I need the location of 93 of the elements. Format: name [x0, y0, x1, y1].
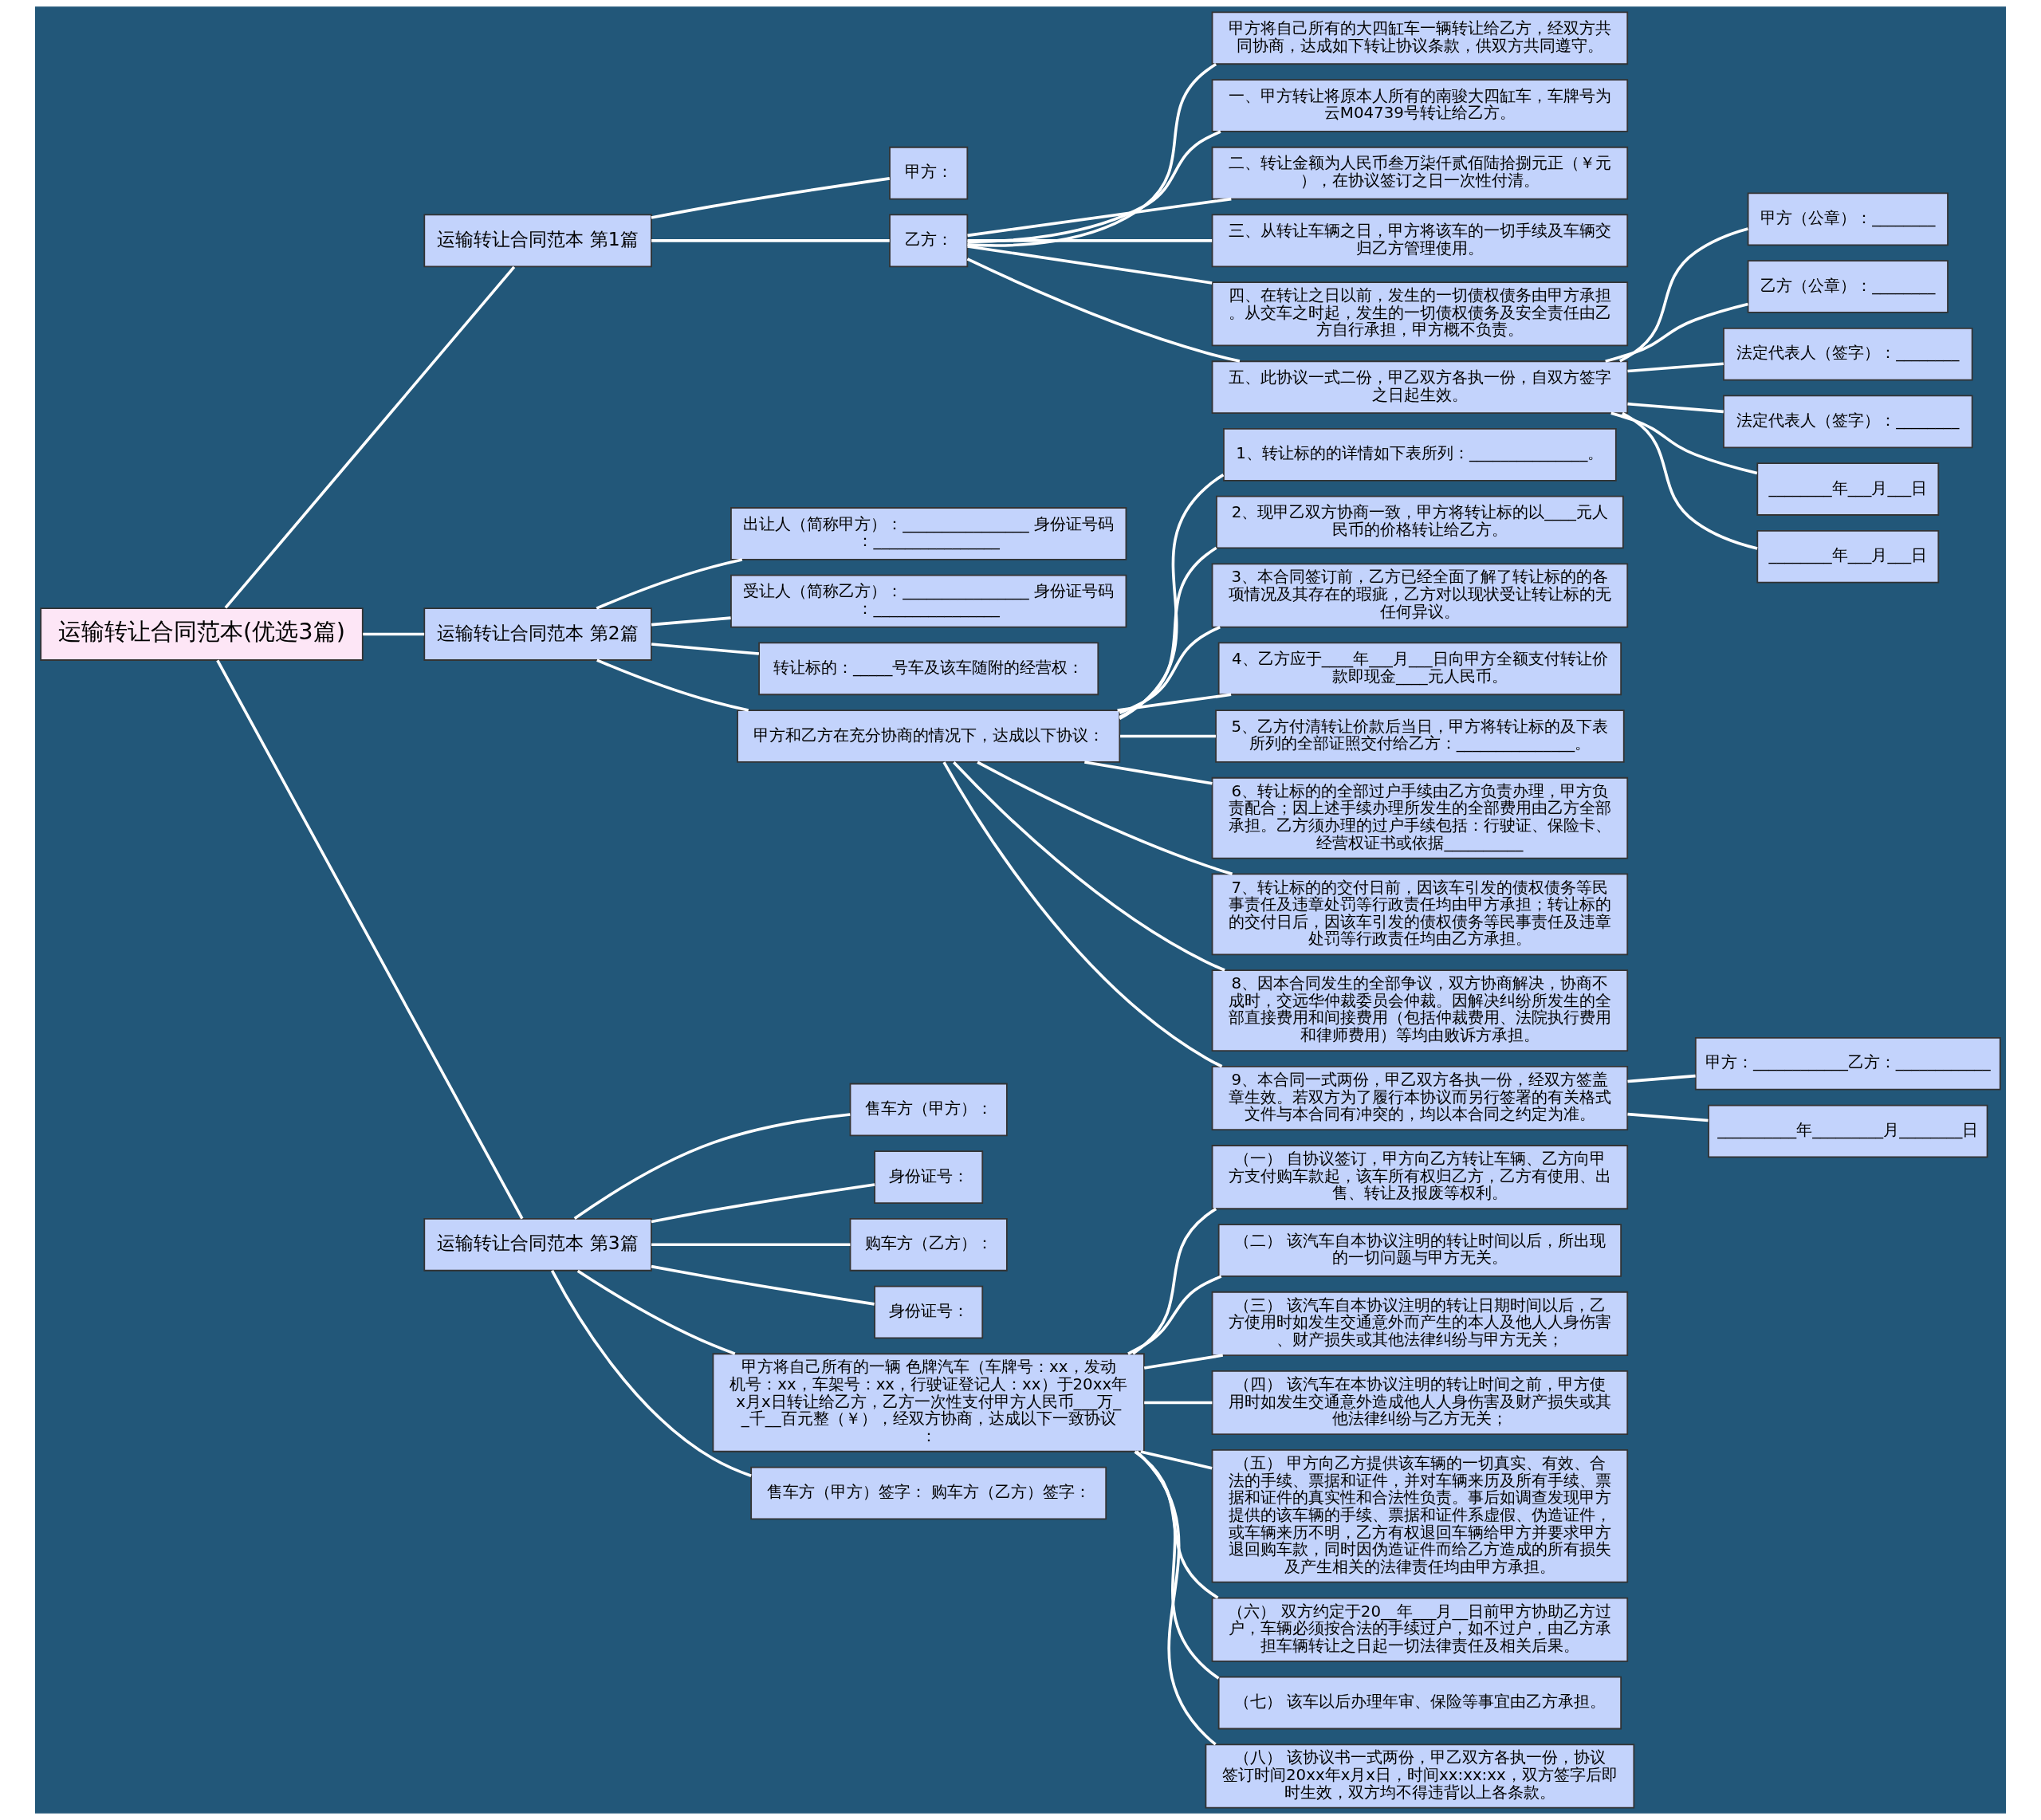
node-box: （四） 该汽车在本协议注明的转让时间之前，甲方使用时如发生交通意外造成他人人身伤害及财产损失或其他法律纠纷与乙方无关；: [1211, 1370, 1629, 1436]
node-box: 8、因本合同发生的全部争议，双方协商解决，协商不成时，交远华仲裁委员会仲裁。因解决纠纷所发生的全部直接费用和间接费用（包括仲裁费用、法院执行费用和律师费用）等均由败诉方承担。: [1211, 969, 1629, 1052]
node-box: （五） 甲方向乙方提供该车辆的一切真实、有效、合法的手续、票据和证件，并对车辆来历及所有手续、票据和证件的真实性和合法性负责。事后如调查发现甲方提供的该车辆的手续、票据和证件系虚假、伪造证件，或车辆来历不明，乙方有权退回车辆给甲方并要求甲方退回购车款，同时因伪造证件而给乙方造成的所有损失及产生相关的法律责任均由甲方承担。: [1211, 1449, 1629, 1583]
node-box: 1、转让标的的详情如下表所列：_______________。: [1223, 428, 1617, 482]
connector: [1143, 1354, 1224, 1370]
connector: [1119, 625, 1221, 714]
node-box: （二） 该汽车自本协议注明的转让时间以后，所出现的一切问题与甲方无关。: [1217, 1224, 1622, 1277]
node-box: 甲方：____________乙方：____________: [1694, 1036, 2001, 1091]
node-box: 7、转让标的的交付日前，因该车引发的债权债务等民事责任及违章处罚等行政责任均由甲方承担；转让标的的交付日后，因该车引发的债权债务等民事责任及违章处罚等行政责任均由乙方承担。: [1211, 873, 1629, 956]
node-box: （一） 自协议签订，甲方向乙方转让车辆、乙方向甲方支付购车款起，该车所有权归乙方，乙方有使用、出售、转让及报废等权利。: [1211, 1145, 1629, 1210]
connector: [1140, 1450, 1213, 1470]
connector: [1627, 402, 1724, 414]
connector: [967, 130, 1221, 244]
node-box: （八） 该协议书一式两份，甲乙双方各执一份，协议签订时间20xx年x月x日，时间xx:xx:xx，双方签字后即时生效，双方均不得违背以上各条款。: [1205, 1743, 1635, 1809]
connector: [967, 245, 1213, 285]
connector: [1627, 1074, 1696, 1083]
node-box: 身份证号：: [874, 1285, 984, 1339]
connector: [1605, 302, 1748, 363]
connector: [967, 63, 1217, 247]
connector: [651, 1264, 875, 1306]
node-box: 5、乙方付清转让价款后当日，甲方将转让标的及下表所列的全部证照交付给乙方：_______________。: [1215, 710, 1625, 763]
connector: [596, 558, 743, 610]
node-box: （七） 该车以后办理年审、保险等事宜由乙方承担。: [1217, 1676, 1622, 1730]
node-box: 9、本合同一式两份，甲乙双方各执一份，经双方签盖章生效。若双方为了履行本协议而另行签署的有关格式文件与本合同有冲突的，均以本合同之约定为准。: [1211, 1066, 1629, 1131]
connector: [953, 761, 1225, 972]
node-box: 运输转让合同范本 第1篇: [423, 214, 652, 268]
connector: [1084, 761, 1213, 785]
connector: [651, 177, 890, 219]
connector: [596, 658, 749, 712]
node-box: 身份证号：: [874, 1150, 984, 1204]
node-box: 乙方（公章）：________: [1747, 260, 1949, 313]
connector: [1127, 1275, 1222, 1355]
node-box: 3、本合同签订前，乙方已经全面了解了转让标的的各项情况及其存在的瑕疵，乙方对以现状受让转让标的无任何异议。: [1211, 563, 1629, 628]
node-box: 出让人（简称甲方）：________________ 身份证号码：________________: [730, 507, 1127, 560]
node-box: 三、从转让车辆之日，甲方将该车的一切手续及车辆交归乙方管理使用。: [1211, 214, 1629, 268]
connector: [967, 197, 1232, 238]
node-box: 售车方（甲方）：: [849, 1083, 1008, 1137]
connector: [1117, 693, 1232, 712]
connector: [573, 1113, 851, 1220]
connector: [1134, 1450, 1219, 1599]
node-box: 四、在转让之日以前，发生的一切债权债务由甲方承担。从交车之时起，发生的一切债权债务及安全责任由乙方自行承担，甲方概不负责。: [1211, 281, 1629, 347]
node-box: 转让标的：_____号车及该车随附的经营权：: [758, 642, 1099, 696]
node-box: 法定代表人（签字）：________: [1723, 327, 1973, 381]
node-box: （三） 该汽车自本协议注明的转让日期时间以后，乙方使用时如发生交通意外而产生的本人及他人人身伤害、财产损失或其他法律纠纷与甲方无关；: [1211, 1291, 1629, 1356]
node-box: 甲方将自己所有的大四缸车一辆转让给乙方，经双方共同协商，达成如下转让协议条款，供双方共同遵守。: [1211, 11, 1629, 65]
node-box: 购车方（乙方）：: [849, 1218, 1008, 1272]
connector: [1119, 546, 1217, 719]
connector: [651, 643, 760, 655]
node-box: __________年_________月________日: [1708, 1104, 1988, 1158]
connector: [576, 1269, 736, 1355]
node-box: 2、现甲乙双方协商一致，甲方将转让标的以____元人民币的价格转让给乙方。: [1216, 495, 1624, 549]
connector: [1610, 411, 1758, 475]
node-box: （六） 双方约定于20__年___月__日前甲方协助乙方过户，车辆必须按合法的手续过户，如不过户，由乙方承担车辆转让之日起一切法律责任及相关后果。: [1211, 1597, 1629, 1662]
node-box: 4、乙方应于____年___月___日向甲方全额支付转让价款即现金____元人民币。: [1217, 642, 1622, 696]
node-box: 6、转让标的的全部过户手续由乙方负责办理，甲方负责配合；因上述手续办理所发生的全部费用由乙方全部承担。乙方须办理的过户手续包括：行驶证、保险卡、经营权证书或依据__________: [1211, 776, 1629, 859]
connector: [1120, 734, 1216, 738]
node-box: 一、甲方转让将原本人所有的南骏大四缸车，车牌号为云M04739号转让给乙方。: [1211, 79, 1629, 132]
node-box: 二、转让金额为人民币叁万柒仟贰佰陆拾捌元正（￥元），在协议签订之日一次性付清。: [1211, 146, 1629, 200]
connector: [1627, 1112, 1709, 1122]
node-box: 法定代表人（签字）：________: [1723, 395, 1973, 449]
connector: [966, 257, 1241, 363]
connector: [651, 616, 731, 627]
node-box: 运输转让合同范本 第2篇: [423, 607, 652, 661]
connector: [1144, 1401, 1213, 1405]
connector: [1135, 1450, 1220, 1680]
node-box: 运输转让合同范本 第3篇: [423, 1218, 652, 1272]
connector: [967, 239, 1213, 242]
node-box: 甲方将自己所有的一辆 色牌汽车（车牌号：xx，发动机号：xx，车架号：xx，行驶证登记人：xx）于20xx年x月x日转让给乙方，乙方一次性支付甲方人民币___万__千__百元整（￥），经双方协商，达成以下一致协议：: [712, 1353, 1145, 1452]
node-box: 甲方和乙方在充分协商的情况下，达成以下协议：: [737, 710, 1121, 763]
node-box: ________年___月___日: [1756, 529, 1940, 584]
node-box: 五、此协议一式二份，甲乙双方各执一份，自双方签字之日起生效。: [1211, 360, 1629, 414]
node-box: ________年___月___日: [1756, 462, 1940, 516]
connector: [942, 761, 1223, 1068]
connector: [216, 659, 524, 1220]
connector: [977, 761, 1233, 876]
connector: [1618, 227, 1748, 363]
node-box: 运输转让合同范本(优选3篇): [40, 607, 364, 661]
node-box: 甲方（公章）：________: [1747, 192, 1949, 246]
connector: [1622, 411, 1758, 550]
node-box: 甲方：: [889, 146, 969, 200]
connector: [363, 632, 425, 636]
connector: [651, 1243, 851, 1247]
connector: [550, 1269, 752, 1477]
node-box: 售车方（甲方）签字： 购车方（乙方）签字：: [750, 1466, 1107, 1520]
connector: [1627, 362, 1724, 373]
node-box: 乙方：: [889, 214, 969, 268]
connector: [651, 239, 890, 242]
connector: [1132, 1207, 1217, 1355]
connector: [1135, 1450, 1217, 1746]
node-box: 受让人（简称乙方）：________________ 身份证号码：________________: [730, 574, 1127, 628]
connector: [651, 1183, 875, 1224]
connector: [224, 265, 516, 609]
connector: [1119, 474, 1225, 721]
